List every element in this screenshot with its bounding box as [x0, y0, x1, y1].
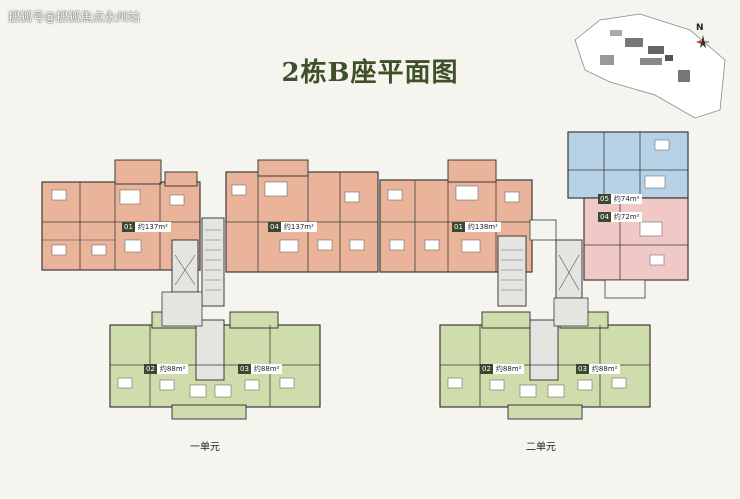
bed-icon [159, 379, 175, 391]
unit-area: 约72m² [610, 212, 643, 222]
page-title: 2栋B座平面图 [281, 58, 459, 88]
sofa-icon [547, 384, 565, 398]
bed-icon [349, 239, 365, 251]
unit-area: 约88m² [156, 364, 189, 374]
site-building [678, 70, 690, 82]
bed-icon [489, 379, 505, 391]
salmon-unit-block-middle [225, 159, 379, 273]
dining-table-icon [124, 239, 142, 253]
unit-number: 02 [144, 364, 157, 374]
sofa-icon [214, 384, 232, 398]
bed-icon [231, 184, 247, 196]
site-building [648, 46, 664, 54]
unit-area: 约88m² [588, 364, 621, 374]
core-stair-right [497, 219, 583, 307]
sofa-icon [189, 384, 207, 398]
bed-icon [504, 191, 520, 203]
sofa-icon [644, 175, 666, 189]
site-building [610, 30, 622, 36]
site-building [625, 38, 643, 47]
unit-number: 03 [238, 364, 251, 374]
bed-icon [51, 244, 67, 256]
bed-icon [387, 189, 403, 201]
corridor [161, 291, 203, 327]
bed-icon [611, 377, 627, 389]
north-arrow-icon [696, 35, 709, 48]
core-stair-left [171, 217, 225, 307]
sofa-icon [519, 384, 537, 398]
unit-area: 约138m² [464, 222, 501, 232]
unit-area: 约137m² [280, 222, 317, 232]
dining-table-icon [461, 239, 481, 253]
unit-number: 01 [122, 222, 135, 232]
corridor [553, 297, 589, 327]
watermark: 搜狐号@搜狐焦点永州站 [8, 10, 141, 24]
bed-icon [577, 379, 593, 391]
unit-number: 04 [598, 212, 611, 222]
bed-icon [91, 244, 107, 256]
bed-icon [649, 254, 665, 266]
bed-icon [344, 191, 360, 203]
unit-number: 05 [598, 194, 611, 204]
bed-icon [169, 194, 185, 206]
site-building [665, 55, 673, 61]
unit-area: 约74m² [610, 194, 643, 204]
bed-icon [117, 377, 133, 389]
bed-icon [317, 239, 333, 251]
bed-icon [654, 139, 670, 151]
site-map-thumbnail [574, 13, 726, 119]
unit-number: 02 [480, 364, 493, 374]
bed-icon [424, 239, 440, 251]
unit-area: 约88m² [250, 364, 283, 374]
green-unit-block-left [109, 311, 321, 420]
bed-icon [389, 239, 405, 251]
unit-area: 约88m² [492, 364, 525, 374]
bed-icon [51, 189, 67, 201]
sofa-icon [639, 221, 663, 237]
unit-number: 01 [452, 222, 465, 232]
bed-icon [447, 377, 463, 389]
sofa-icon [264, 181, 288, 197]
unit-number: 03 [576, 364, 589, 374]
dining-table-icon [279, 239, 299, 253]
bed-icon [244, 379, 260, 391]
blue-unit-block [567, 131, 689, 199]
sofa-icon [455, 185, 479, 201]
pink-unit-block [583, 197, 689, 299]
site-building [640, 58, 662, 65]
unit-area: 约137m² [134, 222, 171, 232]
section-label-unit-1: 一单元 [190, 442, 220, 453]
section-label-unit-2: 二单元 [526, 442, 556, 453]
bed-icon [279, 377, 295, 389]
site-building [600, 55, 614, 65]
unit-number: 04 [268, 222, 281, 232]
north-label: N [696, 23, 704, 33]
sofa-icon [119, 189, 141, 205]
